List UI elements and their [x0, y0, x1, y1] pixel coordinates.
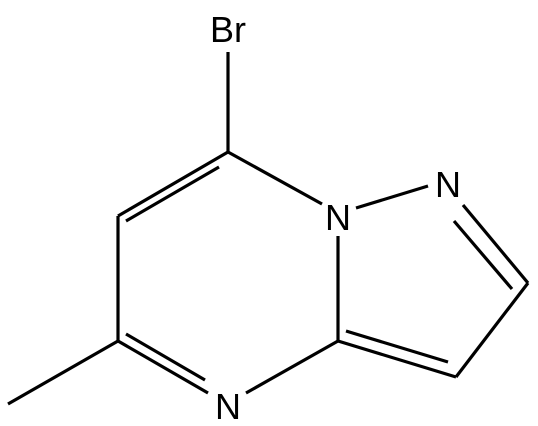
bond-n-pyrazole-c2 [461, 203, 530, 285]
bond-n-bridge-c7 [227, 150, 323, 206]
bond-c3-c3a-inner [345, 329, 449, 364]
bond-c3-c3a [337, 339, 457, 379]
bond-c7-c6 [117, 150, 229, 218]
atom-label-n-bridge: N [325, 197, 351, 238]
bond-n-bridge-n-pyrazole [355, 184, 429, 210]
atom-label-n-pyrazole: N [435, 164, 461, 205]
bond-c7-c6-inner [125, 165, 220, 223]
bond-n4-c3a [245, 339, 339, 395]
bond-c5-n4-inner [125, 332, 206, 382]
bond-n-pyrazole-c2-inner [452, 219, 514, 291]
bond-c5-n4 [117, 339, 209, 395]
bond-c2-c3 [454, 282, 530, 378]
atom-label-bromine: Br [210, 9, 246, 50]
atom-label-n-pyrimidine: N [215, 386, 241, 426]
bond-c5-methyl [7, 339, 119, 406]
